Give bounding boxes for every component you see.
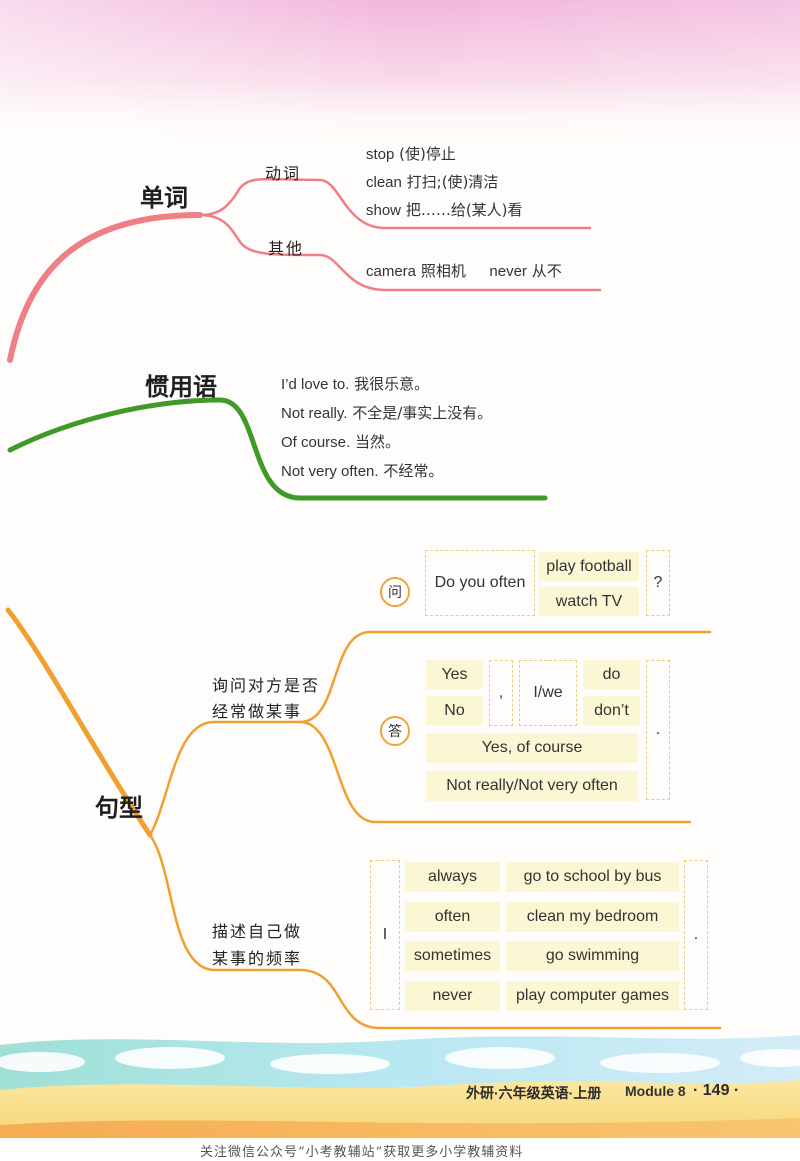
question-option-2: watch TV [539,587,639,616]
idiom-en: Not very often. [281,463,379,480]
footer-page-number: · 149 · [693,1082,740,1099]
bottom-note: 关注微信公众号“小考教辅站”获取更多小学教辅资料 [200,1145,524,1160]
others-label: 其他 [268,239,305,258]
answer-not-really: Not really/Not very often [426,771,638,801]
answer-yes: Yes [426,660,483,689]
idiom-item: Not really. 不全是/事实上没有。 [281,402,492,423]
branch-ask-label-2: 经常做某事 [212,702,303,721]
verb-zh: (使)停止 [399,145,456,163]
frequency-adverb: always [405,862,500,892]
verb-en: clean [366,174,402,191]
frequency-activity: clean my bedroom [506,902,679,932]
frequency-adverb: never [405,981,500,1011]
idiom-zh: 当然。 [354,433,400,451]
question-stem-box: Do you often [425,550,535,616]
idiom-zh: 不经常。 [383,462,444,480]
idiom-zh: 我很乐意。 [354,375,430,393]
frequency-activity: play computer games [506,981,679,1011]
question-option-1: play football [539,552,639,581]
answer-no: No [426,696,483,725]
branch-describe-label-2: 某事的频率 [212,949,303,968]
question-marker: 问 [380,577,410,607]
idiom-item: Of course. 当然。 [281,431,400,452]
idiom-heading: 惯用语 [145,373,217,401]
footer-book-title: 外研·六年级英语·上册 [466,1085,602,1101]
footer-module: Module 8 [625,1083,686,1099]
verb-zh: 把……给(某人)看 [405,201,523,219]
vocab-heading: 单词 [140,184,188,212]
question-end-box: ? [646,550,670,616]
verb-en: stop [366,146,395,163]
idiom-zh: 不全是/事实上没有。 [352,404,493,422]
branch-describe-label-1: 描述自己做 [212,922,303,941]
verbs-label: 动词 [265,164,302,183]
verb-entry-show: show 把……给(某人)看 [366,199,523,220]
frequency-activity: go swimming [506,941,679,971]
idiom-item: I’d love to. 我很乐意。 [281,373,429,394]
answer-end-box: . [646,660,670,800]
idiom-item: Not very often. 不经常。 [281,460,443,481]
answer-comma-box: , [489,660,513,726]
answer-marker: 答 [380,716,410,746]
branch-ask-label-1: 询问对方是否 [212,676,321,695]
idiom-en: Not really. [281,405,348,422]
answer-dont: don’t [583,696,640,725]
verb-zh: 打扫;(使)清洁 [406,173,499,191]
frequency-end-box: . [684,860,708,1010]
frequency-subject-box: I [370,860,400,1010]
frequency-adverb: sometimes [405,941,500,971]
verb-en: show [366,202,402,219]
other-en: camera [366,263,417,280]
answer-yes-of-course: Yes, of course [426,733,638,763]
frequency-activity: go to school by bus [506,862,679,892]
others-entries: camera 照相机 never 从不 [366,260,562,281]
verb-entry-stop: stop (使)停止 [366,143,456,164]
idiom-en: Of course. [281,434,351,451]
other-zh: 从不 [531,262,562,280]
other-zh: 照相机 [420,262,466,280]
answer-subject-box: I/we [519,660,577,726]
pattern-heading: 句型 [95,794,143,822]
other-en: never [489,263,527,280]
idiom-en: I’d love to. [281,376,350,393]
verb-entry-clean: clean 打扫;(使)清洁 [366,171,498,192]
frequency-adverb: often [405,902,500,932]
answer-do: do [583,660,640,689]
